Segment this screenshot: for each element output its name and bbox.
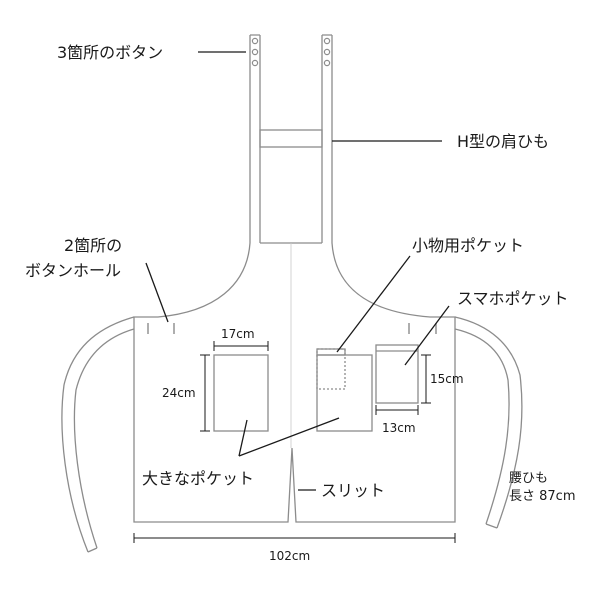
label-waist-line2: 長さ 87cm [509, 489, 576, 504]
dim-apron-width [133, 533, 456, 543]
dim-text-big-height: 24cm [162, 386, 196, 400]
strap-buttons [251, 37, 331, 67]
leader-big-right [238, 417, 340, 457]
apron-body [133, 242, 456, 523]
button-icon [323, 37, 331, 45]
big-pocket-left [213, 354, 269, 432]
leader-small-pocket [336, 255, 411, 353]
label-big-pocket: 大きなポケット [142, 469, 254, 488]
dim-text-apron-width: 102cm [269, 549, 310, 563]
right-tie [454, 316, 523, 529]
h-bar [259, 129, 323, 148]
button-icon [251, 48, 259, 56]
dim-big-height [200, 354, 210, 432]
waist-ties [61, 316, 523, 553]
small-pocket-top [316, 348, 346, 356]
label-phone-pocket: スマホポケット [457, 289, 569, 308]
button-icon [251, 59, 259, 67]
pockets [213, 344, 419, 432]
left-tie [61, 316, 135, 553]
button-icon [323, 59, 331, 67]
dimension-lines [133, 341, 456, 543]
phone-pocket [375, 344, 419, 404]
dim-phone-width [375, 405, 419, 415]
leader-lines [145, 51, 450, 491]
label-slit: スリット [321, 481, 385, 500]
buttonholes [147, 323, 437, 334]
dim-text-big-width: 17cm [221, 327, 255, 341]
leader-big-left [238, 419, 248, 457]
label-h-strap: H型の肩ひも [457, 132, 549, 151]
leader-phone-pocket [404, 305, 450, 366]
leader-buttonholes [145, 262, 169, 323]
button-icon [323, 48, 331, 56]
label-buttonhole-line1: 2箇所の [64, 236, 122, 255]
dim-phone-height [421, 354, 431, 404]
label-waist-line1: 腰ひも [509, 471, 548, 486]
label-small-pocket: 小物用ポケット [412, 236, 524, 255]
dim-big-width [213, 341, 269, 351]
dim-text-phone-height: 15cm [430, 372, 464, 386]
label-buttonhole-line2: ボタンホール [25, 261, 121, 280]
button-icon [251, 37, 259, 45]
apron-outline [133, 34, 456, 523]
label-buttons: 3箇所のボタン [57, 43, 163, 62]
dim-text-phone-width: 13cm [382, 421, 416, 435]
